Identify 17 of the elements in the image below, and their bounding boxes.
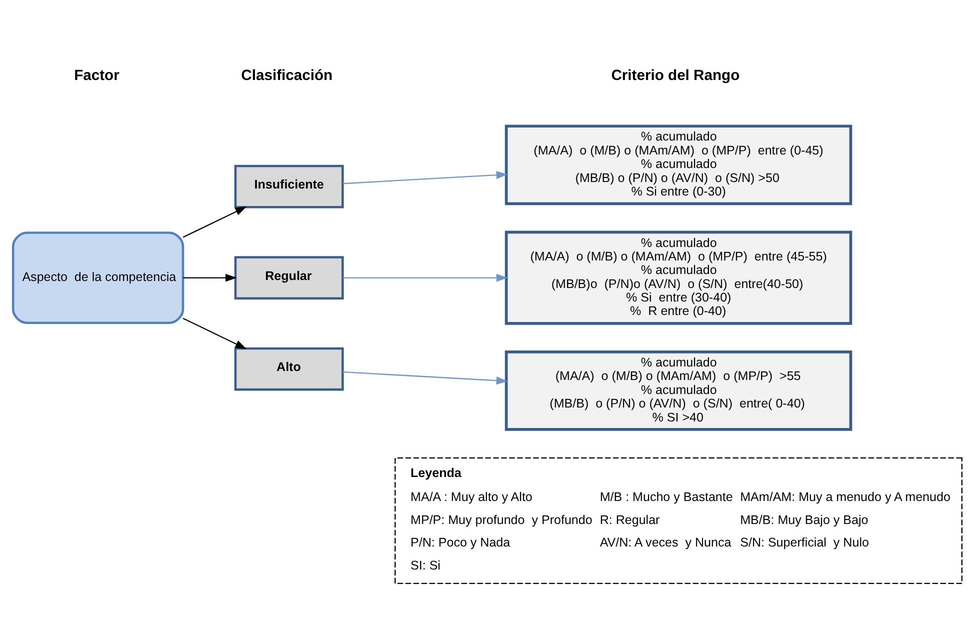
node-box: Leyenda MA/A : Muy alto y Alto M/B : Mucho y Bastante MAm/AM: Muy a menudo y A menudo MP/P: Muy profundo y Profundo R: Regular MB/B: Muy Bajo y Bajo P/N: Poco y Nada AV/N: A veces y Nunca S/N: Superficial y Nulo SI: Si bbox=[394, 457, 962, 584]
arrow bbox=[182, 206, 247, 238]
label: Criterio del Rango bbox=[611, 68, 740, 84]
arrow bbox=[182, 318, 247, 350]
node-box: Aspecto de la competencia bbox=[12, 232, 184, 324]
node-box: Regular bbox=[234, 256, 344, 300]
arrow bbox=[183, 274, 237, 282]
node-box: Alto bbox=[234, 347, 344, 391]
label: Factor bbox=[74, 68, 120, 84]
node-box: Insuficiente bbox=[234, 164, 344, 208]
arrow bbox=[342, 371, 508, 385]
label: Clasificación bbox=[241, 68, 333, 84]
node-box: % acumulado (MA/A) o (M/B) o (MAm/AM) o (MP/P) >55 % acumulado (MB/B) o (P/N) o (AV/N) o (S/N) entre( 0-40) % SI >40 bbox=[504, 350, 852, 431]
node-box: % acumulado (MA/A) o (M/B) o (MAm/AM) o (MP/P) entre (0-45) % acumulado (MB/B) o (P/N) o (AV/N) o (S/N) >50 % Si entre (0-30) bbox=[504, 124, 852, 206]
arrow bbox=[342, 171, 508, 184]
arrow bbox=[342, 274, 508, 282]
node-box: % acumulado (MA/A) o (M/B) o (MAm/AM) o (MP/P) entre (45-55) % acumulado (MB/B)o (P/N)o (AV/N) o (S/N) entre(40-50) % Si entre (30-40) % R entre (0-40) bbox=[504, 230, 852, 325]
